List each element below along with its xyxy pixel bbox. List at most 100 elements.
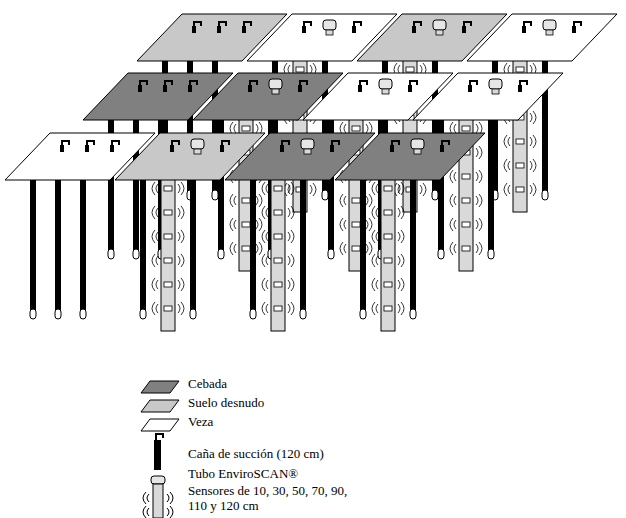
sensor-signal [262, 206, 294, 219]
sensor-signal [340, 218, 372, 231]
sensor-signal [230, 218, 262, 231]
tube-sensor [384, 282, 392, 287]
enviroscan-tube [271, 176, 285, 331]
tube-sensor [516, 187, 524, 192]
tube-sensor [384, 306, 392, 311]
sensor-signal [152, 302, 184, 315]
cane-top [468, 85, 472, 92]
legend-swatch [140, 418, 180, 432]
cane-top [352, 26, 356, 33]
cane-top [248, 85, 252, 92]
plot-surface [413, 73, 563, 120]
tube-neck [194, 149, 201, 154]
tube-sensor [274, 210, 282, 215]
legend-text: Tubo EnviroSCAN® [188, 466, 298, 481]
cane-top [330, 145, 334, 152]
cane-tip [140, 309, 146, 319]
tube-sensor [384, 186, 392, 191]
swatch-shape [141, 381, 179, 393]
suction-cane [300, 176, 306, 311]
cane-top [217, 26, 221, 33]
enviroscan-tube [381, 176, 395, 331]
tube-sensor [274, 306, 282, 311]
plot-surface [467, 14, 617, 61]
cane-body [154, 440, 161, 470]
cane-top [412, 26, 416, 33]
sensor-signal [372, 182, 404, 195]
sensor-signal [372, 302, 404, 315]
cane-tip [438, 249, 444, 259]
cane-tip [30, 309, 36, 319]
cane-tip [300, 309, 306, 319]
tube-neck [546, 30, 553, 35]
sensor-signal [152, 206, 184, 219]
tube-neck [272, 89, 279, 94]
tube-neck [414, 149, 421, 154]
tube-sensor [274, 258, 282, 263]
suction-cane [80, 176, 86, 311]
cane-top [462, 26, 466, 33]
cane-sample [154, 434, 163, 470]
sensor-signal [340, 242, 372, 255]
tube-sensor [164, 186, 172, 191]
tube-cap [379, 79, 392, 89]
suction-cane [30, 176, 36, 311]
cane-tip [80, 309, 86, 319]
cane-tip [55, 309, 61, 319]
cane-top [110, 145, 114, 152]
tube-cap [433, 20, 446, 30]
tube-neck [492, 89, 499, 94]
cane-top [170, 145, 174, 152]
tube-sensor [296, 67, 304, 72]
cane-top [358, 85, 362, 92]
sensor-signal [372, 206, 404, 219]
tube-sensor [274, 282, 282, 287]
cane-tip [108, 249, 114, 259]
sensor-signal [143, 492, 173, 518]
tube-cap [269, 79, 282, 89]
tube-sensor [462, 246, 470, 251]
cane-top [220, 145, 224, 152]
sensor-signal [262, 182, 294, 195]
tube-cap [301, 139, 314, 149]
tube-sensor [242, 126, 250, 131]
cane-top [390, 145, 394, 152]
cane-top [298, 85, 302, 92]
tube-sensor [352, 222, 360, 227]
sensor-signal [152, 278, 184, 291]
tube-sensor [164, 258, 172, 263]
sensor-signal [450, 242, 482, 255]
tube-sensor [516, 139, 524, 144]
tube-neck [436, 30, 443, 35]
enviroscan-tube [161, 176, 175, 331]
cane-top [163, 85, 167, 92]
cane-top [440, 145, 444, 152]
cane-top [188, 85, 192, 92]
sensor-signal [372, 278, 404, 291]
tube-cap [323, 20, 336, 30]
tube-sensor [242, 246, 250, 251]
tube-sensor [516, 163, 524, 168]
tube-body [153, 484, 163, 518]
tube-sensor [164, 210, 172, 215]
tube-cap [543, 20, 556, 30]
tube-sensor [516, 67, 524, 72]
cane-tip [328, 249, 334, 259]
cane-tip [218, 249, 224, 259]
sensor-signal [450, 170, 482, 183]
swatch-shape [141, 400, 179, 412]
sensor-signal [262, 278, 294, 291]
tube-cap [489, 79, 502, 89]
cane-top [85, 145, 89, 152]
plot-group [335, 133, 485, 331]
sensor-signal [152, 254, 184, 267]
legend-swatch [140, 399, 180, 413]
sensor-signal [504, 159, 536, 172]
suction-cane [190, 176, 196, 311]
sensor-signal [262, 254, 294, 267]
cane-top [408, 85, 412, 92]
sensor-signal [152, 182, 184, 195]
legend-text: Veza [188, 414, 213, 429]
tube-sensor [384, 258, 392, 263]
